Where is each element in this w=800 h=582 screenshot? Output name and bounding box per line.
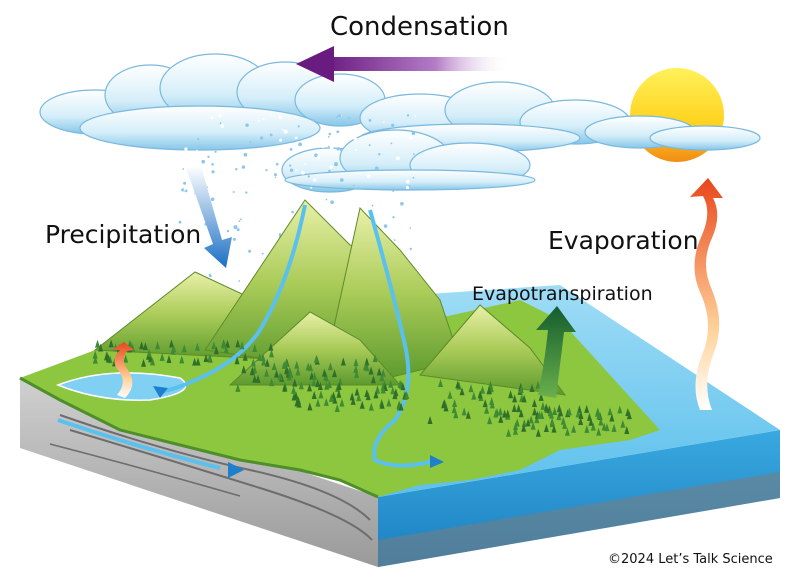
- condensation-arrow-icon: [296, 46, 510, 82]
- evapotranspiration-label: Evapotranspiration: [472, 283, 653, 305]
- forest: [92, 339, 632, 437]
- river-arrow-icon: [153, 386, 168, 398]
- mountains: [93, 199, 567, 396]
- lake-evaporation-arrow-icon: [112, 342, 134, 398]
- evaporation-arrow-icon: [690, 178, 723, 410]
- evaporation-label: Evaporation: [548, 226, 699, 255]
- evapotranspiration-arrow-icon: [536, 306, 576, 398]
- ocean-cross-section: [378, 430, 780, 567]
- cloud-bank: [39, 53, 761, 193]
- condensation-label: Condensation: [330, 12, 509, 42]
- river-arrow-icon: [430, 455, 444, 468]
- copyright-notice: ©2024 Let’s Talk Science: [608, 552, 773, 567]
- precipitation-label: Precipitation: [45, 220, 202, 249]
- precipitation-arrow-icon: [186, 166, 232, 268]
- lake: [55, 372, 187, 401]
